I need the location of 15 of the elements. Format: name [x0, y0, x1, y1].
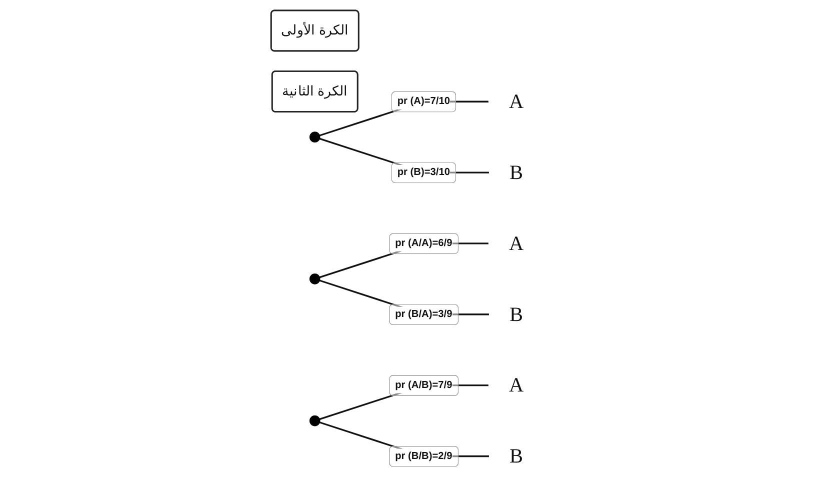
node-text: A	[509, 374, 524, 396]
edge-label: pr (A/A)=6/9	[395, 237, 452, 249]
edge-label: pr (B)=3/10	[397, 166, 450, 178]
node-text: A	[509, 90, 524, 113]
edge-label: pr (B/A)=3/9	[395, 308, 452, 320]
node-point	[309, 415, 320, 426]
node-text: B	[510, 303, 524, 326]
node-text: B	[510, 445, 524, 468]
edge-label: pr (A/B)=7/9	[395, 379, 452, 391]
node-text: A	[509, 232, 524, 255]
node-point	[309, 274, 320, 284]
node-text: B	[510, 161, 524, 184]
node-point	[309, 132, 320, 142]
edge-label: pr (A)=7/10	[397, 95, 450, 107]
edge-label: pr (B/B)=2/9	[395, 450, 452, 462]
